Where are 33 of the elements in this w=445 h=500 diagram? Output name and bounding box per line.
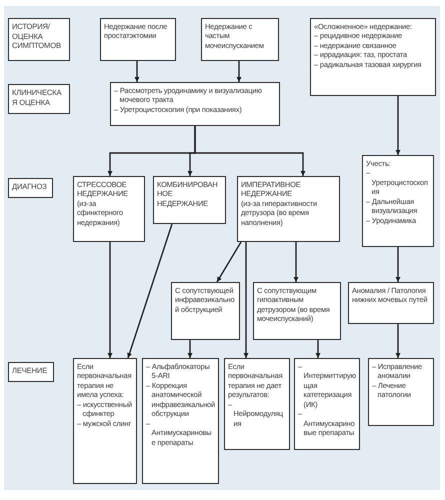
arrow [396, 324, 400, 358]
process-box [362, 155, 434, 247]
stage-label-box [8, 178, 53, 198]
arrow [127, 224, 173, 358]
process-box [237, 176, 340, 242]
process-box [73, 358, 137, 484]
stage-label-box [8, 362, 54, 382]
process-box [100, 18, 176, 61]
process-box [171, 282, 240, 340]
arrow [316, 340, 320, 358]
process-box [142, 358, 219, 484]
process-box [368, 358, 434, 426]
process-box [310, 18, 436, 96]
arrow [108, 242, 112, 358]
arrow [396, 247, 400, 282]
arrow [396, 96, 400, 155]
arrow [134, 61, 140, 82]
process-box [153, 176, 226, 224]
arrow [188, 340, 192, 358]
process-box [201, 18, 279, 61]
process-box [110, 82, 280, 126]
process-box [224, 358, 290, 450]
process-box [294, 358, 360, 450]
arrow [244, 242, 248, 358]
arrow [236, 61, 242, 82]
arrow [216, 242, 242, 282]
stage-label-box [8, 84, 70, 114]
stage-label-box [8, 18, 70, 61]
process-box [348, 282, 434, 324]
process-box [73, 176, 145, 242]
arrow [194, 126, 306, 176]
arrow [294, 242, 298, 282]
process-box [253, 282, 341, 340]
